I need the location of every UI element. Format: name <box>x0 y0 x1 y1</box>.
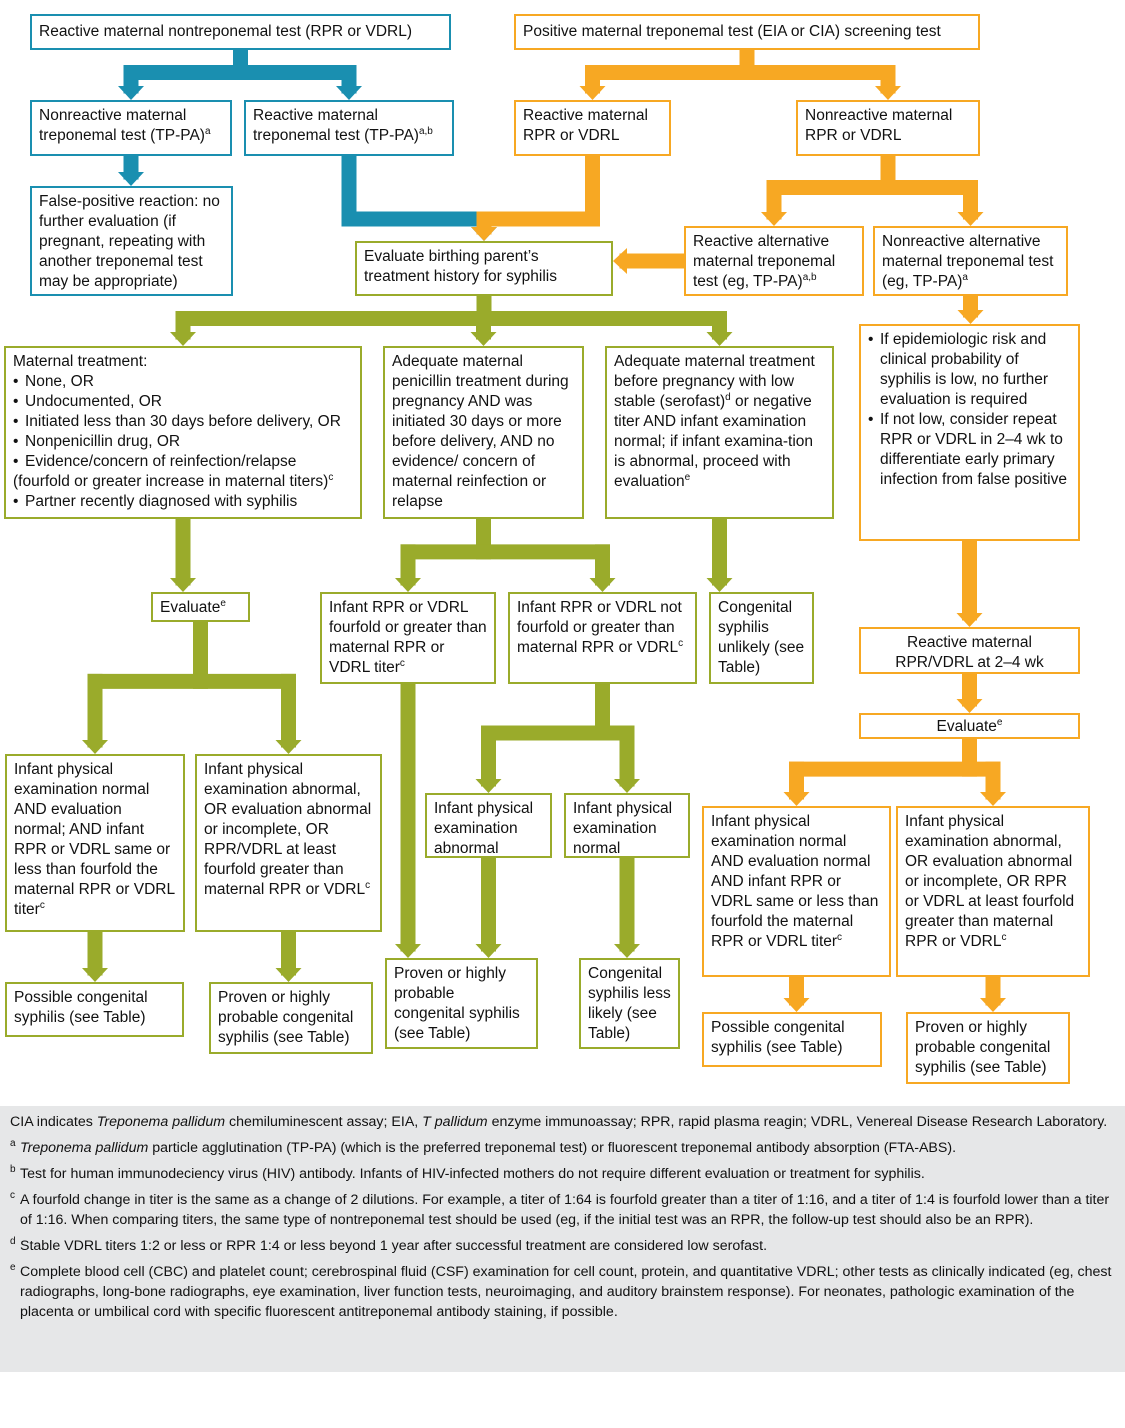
node-nonreactive-treponemal-tppa: Nonreactive maternal treponemal test (TP… <box>30 100 232 156</box>
node-reactive-alternative-treponemal: Reactive alternative maternal treponemal… <box>684 226 864 296</box>
node-infant-exam-abnormal-left: Infant physical examination abnormal, OR… <box>195 754 382 932</box>
node-reactive-rpr-vdrl: Reactive maternal RPR or VDRL <box>514 100 671 156</box>
node-congenital-syphilis-unlikely: Congenital syphilis unlikely (see Table) <box>709 592 814 684</box>
arrowhead-13 <box>118 172 144 186</box>
node-infant-exam-normal-right: Infant physical examination normal AND e… <box>702 806 891 977</box>
node-infant-exam-abnormal-right: Infant physical examination abnormal, OR… <box>896 806 1090 977</box>
node-infant-titer-not-fourfold: Infant RPR or VDRL not fourfold or great… <box>508 592 697 684</box>
node-reactive-nontreponemal-test: Reactive maternal nontreponemal test (RP… <box>30 14 451 50</box>
outcome-proven-congenital-middle: Proven or highly probable congenital syp… <box>385 958 538 1049</box>
node-infant-exam-normal-middle: Infant physical examination normal <box>564 793 690 858</box>
outcome-possible-congenital-left: Possible congenital syphilis (see Table) <box>5 982 184 1037</box>
abbreviations: CIA indicates Treponema pallidum chemilu… <box>10 1114 1108 1130</box>
arrowhead-29 <box>613 248 627 274</box>
arrowhead-79 <box>475 944 502 958</box>
arrowhead-73 <box>980 792 1006 806</box>
node-false-positive-reaction: False-positive reaction: no further eval… <box>30 186 233 296</box>
node-infant-exam-abnormal-middle: Infant physical examination abnormal <box>425 793 552 858</box>
arrowhead-45 <box>395 578 421 592</box>
arrowhead-65 <box>475 779 502 793</box>
arrowhead-3 <box>118 86 144 100</box>
node-nonreactive-rpr-vdrl: Nonreactive maternal RPR or VDRL <box>796 100 980 156</box>
arrowhead-33 <box>170 332 196 346</box>
arrowhead-41 <box>170 578 196 592</box>
outcome-less-likely-congenital: Congenital syphilis less likely (see Tab… <box>579 958 680 1049</box>
node-adequate-treatment-during-pregnancy: Adequate maternal penicillin treatment d… <box>383 346 584 519</box>
arrowhead-9 <box>579 86 606 100</box>
arrowhead-39 <box>957 310 984 324</box>
node-positive-treponemal-screening: Positive maternal treponemal test (EIA o… <box>514 14 980 50</box>
arrowhead-83 <box>783 998 810 1012</box>
arrowhead-21 <box>471 227 497 241</box>
arrowhead-49 <box>706 578 733 592</box>
flowchart-connectors <box>82 42 1006 1012</box>
arrowhead-47 <box>589 578 616 592</box>
arrowhead-81 <box>614 944 640 958</box>
arrowhead-51 <box>956 613 983 627</box>
node-evaluate-left: Evaluatee <box>151 592 250 622</box>
arrowhead-53 <box>956 699 983 713</box>
arrowhead-5 <box>336 86 362 100</box>
node-infant-titer-fourfold-greater: Infant RPR or VDRL fourfold or greater t… <box>320 592 496 684</box>
arrowhead-11 <box>875 86 901 100</box>
node-adequate-treatment-before-pregnancy: Adequate maternal treatment before pregn… <box>605 346 834 519</box>
arrowhead-61 <box>395 944 421 958</box>
node-reactive-rpr-vdrl-2-4wk: Reactive maternal RPR/VDRL at 2–4 wk <box>859 627 1080 674</box>
arrowhead-71 <box>783 792 810 806</box>
node-epidemiologic-risk: If epidemiologic risk and clinical proba… <box>859 324 1080 541</box>
arrowhead-57 <box>82 740 108 754</box>
arrowhead-75 <box>82 968 108 982</box>
node-reactive-treponemal-tppa: Reactive maternal treponemal test (TP-PA… <box>244 100 454 156</box>
arrowhead-77 <box>275 968 302 982</box>
arrowhead-35 <box>470 332 497 346</box>
arrowhead-37 <box>706 332 733 346</box>
footnote-legend: CIA indicates Treponema pallidum chemilu… <box>0 1106 1125 1372</box>
outcome-proven-congenital-right: Proven or highly probable congenital syp… <box>906 1012 1070 1084</box>
outcome-possible-congenital-right: Possible congenital syphilis (see Table) <box>702 1012 882 1067</box>
node-nonreactive-alternative-treponemal: Nonreactive alternative maternal trepone… <box>873 226 1068 296</box>
outcome-proven-congenital-left: Proven or highly probable congenital syp… <box>209 982 373 1054</box>
node-evaluate-treatment-history: Evaluate birthing parent’s treatment his… <box>355 241 613 296</box>
arrowhead-59 <box>275 740 302 754</box>
arrowhead-25 <box>761 212 787 226</box>
node-infant-exam-normal-left: Infant physical examination normal AND e… <box>5 754 185 932</box>
arrowhead-85 <box>980 998 1006 1012</box>
arrowhead-27 <box>957 212 984 226</box>
node-evaluate-right: Evaluatee <box>859 713 1080 739</box>
arrowhead-67 <box>614 779 640 793</box>
node-maternal-treatment-inadequate: Maternal treatment: None, OR Undocumente… <box>4 346 362 519</box>
